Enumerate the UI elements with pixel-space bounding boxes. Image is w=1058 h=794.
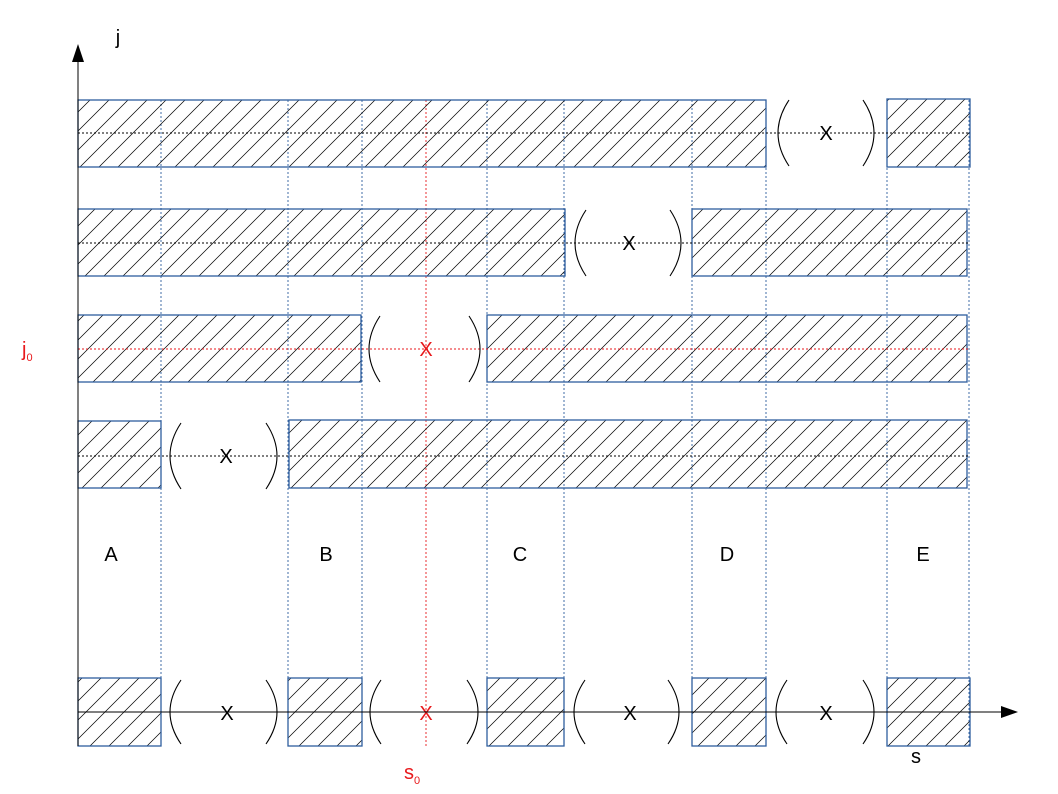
s-axis-arrowhead	[1001, 706, 1018, 718]
gap-marker: X	[623, 703, 636, 725]
left-paren	[574, 209, 587, 277]
j0-label-sub: 0	[26, 352, 32, 364]
s0-label-sub: 0	[414, 775, 420, 787]
j0-label: j0	[21, 339, 33, 364]
gap-marker: X	[622, 233, 635, 255]
right-paren	[862, 99, 875, 167]
row-1: X	[77, 98, 971, 168]
right-paren	[265, 422, 278, 490]
j-axis-arrowhead	[72, 44, 84, 62]
gap-marker-highlight: X	[419, 339, 432, 361]
row-3-j0: X	[77, 314, 970, 383]
gap-marker: X	[220, 703, 233, 725]
row-2: X	[77, 208, 970, 277]
row-4: X	[77, 419, 970, 490]
column-label-e: E	[916, 544, 929, 566]
column-label-d: D	[720, 544, 734, 566]
hatched-block	[77, 420, 162, 489]
right-paren	[468, 315, 481, 383]
hatched-block	[77, 99, 767, 168]
column-label-c: C	[513, 544, 527, 566]
left-paren	[169, 422, 182, 490]
s0-label-main: s	[404, 762, 414, 784]
j0-label-main: j	[21, 339, 26, 361]
right-paren	[669, 209, 682, 277]
column-labels: A B C D E	[104, 544, 929, 566]
axes: j s	[72, 27, 1018, 768]
column-label-a: A	[104, 544, 118, 566]
left-paren	[777, 99, 790, 167]
s-axis-label: s	[911, 746, 921, 768]
hatched-block	[288, 419, 968, 489]
hatched-block	[486, 314, 968, 383]
s0-label: s0	[404, 762, 420, 787]
gap-marker-highlight: X	[419, 703, 432, 725]
gap-marker: X	[819, 703, 832, 725]
gap-marker: X	[819, 123, 832, 145]
hatched-block	[77, 314, 362, 383]
hatched-block	[691, 208, 968, 277]
hatched-block	[77, 208, 566, 277]
left-paren	[368, 315, 381, 383]
column-label-b: B	[319, 544, 332, 566]
hatched-block	[886, 98, 971, 168]
j-axis-label: j	[115, 27, 120, 49]
gap-marker: X	[219, 446, 232, 468]
